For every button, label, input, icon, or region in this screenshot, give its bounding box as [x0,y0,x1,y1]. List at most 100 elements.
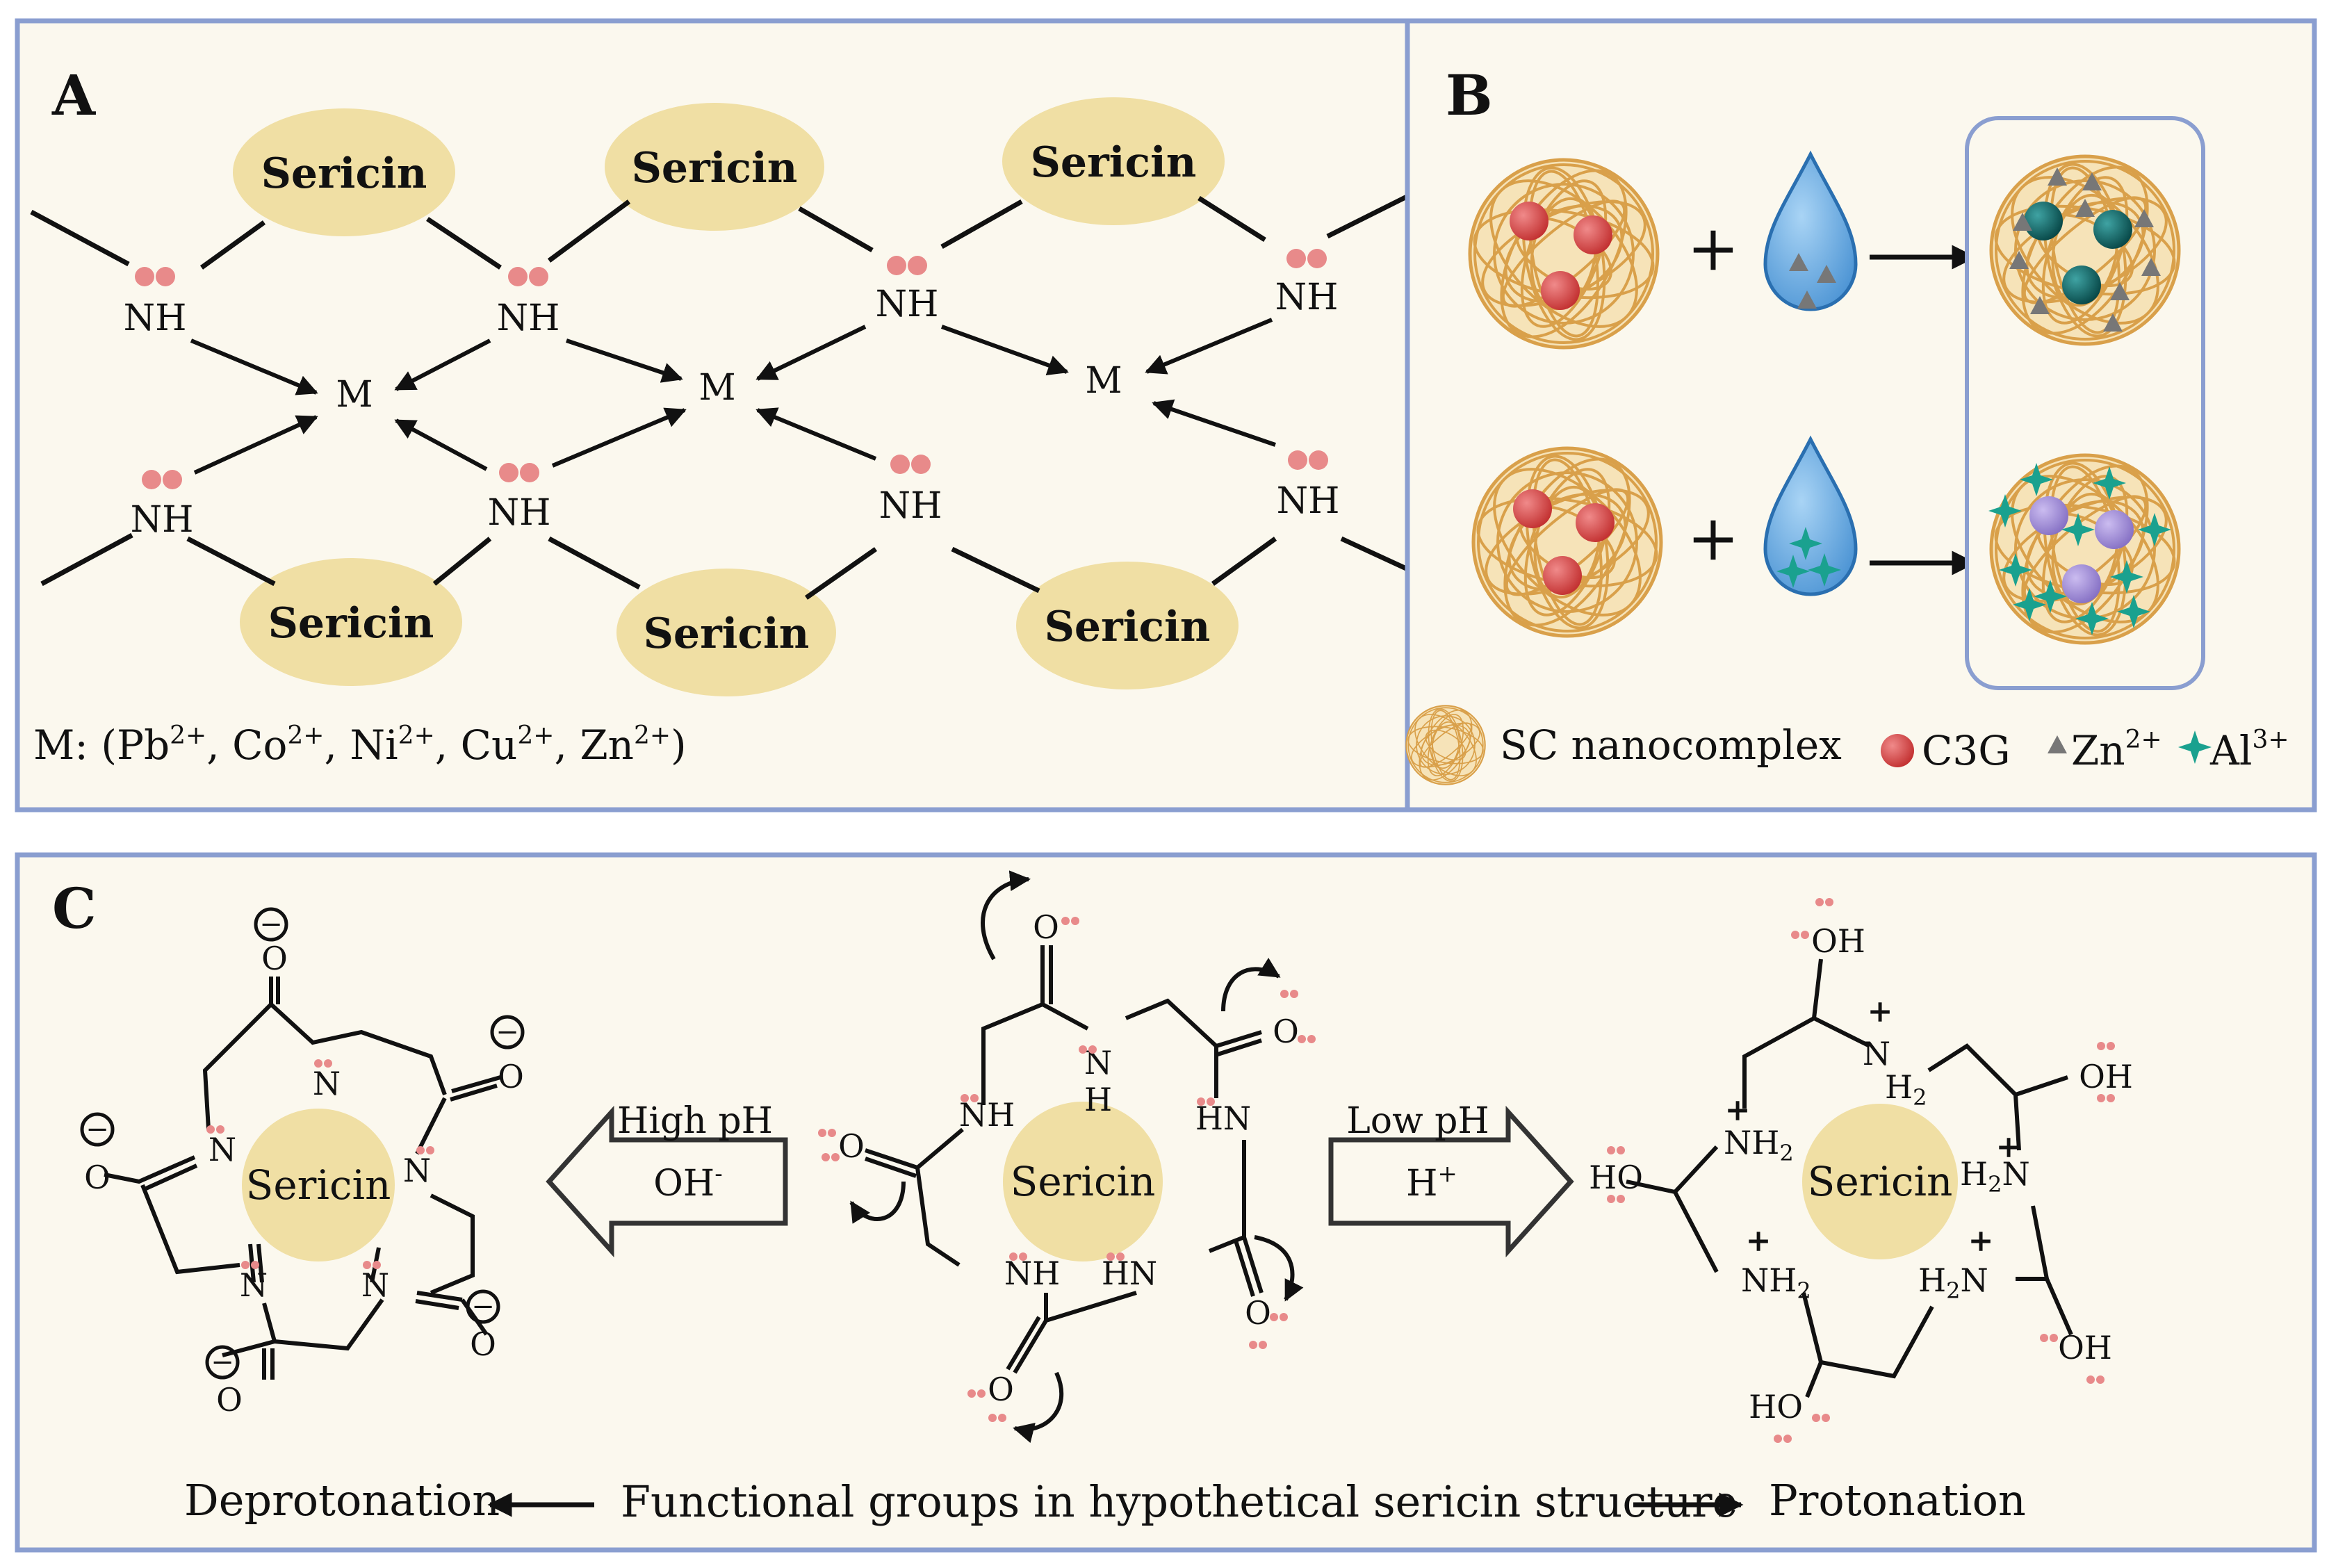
svg-text:H2N: H2N [1918,1261,1988,1304]
svg-text:N: N [209,1131,236,1168]
svg-text:Al3+: Al3+ [2209,726,2289,774]
zn-loaded-nanocomplex [1985,147,2184,354]
deprotonated-structure: Sericin [80,907,525,1419]
neutral-structure: Sericin O N H O NH [818,870,1316,1444]
svg-text:C3G: C3G [1922,727,2011,774]
svg-text:H2N: H2N [1960,1155,2030,1198]
svg-text:Sericin: Sericin [1031,138,1197,187]
svg-text:−: − [211,1346,234,1378]
sericin-node-top-2: Sericin [605,103,824,231]
svg-text:H: H [1084,1081,1112,1118]
metal-center-3: M [1085,360,1122,402]
sericin-node-top-1: Sericin [233,108,455,236]
svg-text:+: + [1968,1223,1994,1259]
svg-text:H+: H+ [1406,1160,1457,1204]
panel-c: C Sericin [15,852,2317,1553]
svg-text:O: O [1033,908,1059,946]
legend-sc-nanocomplex: SC nanocomplex [1403,701,1842,790]
nh-group-3: NH [876,256,938,325]
svg-text:O: O [261,940,288,977]
svg-text:Sericin: Sericin [268,599,434,648]
svg-text:N: N [313,1065,341,1102]
svg-text:HO: HO [1589,1159,1643,1196]
svg-text:NH: NH [131,499,194,541]
svg-text:Sericin: Sericin [632,144,798,193]
svg-text:N: N [240,1266,268,1304]
svg-text:+: + [1996,1129,2022,1165]
functional-groups-label: Functional groups in hypothetical serici… [621,1476,1738,1527]
protonation-label: Protonation [1769,1475,2026,1526]
legend-al: Al3+ [2178,726,2289,774]
svg-text:−: − [259,908,283,940]
svg-text:NH: NH [1275,277,1339,318]
svg-text:Low pH: Low pH [1346,1100,1489,1142]
svg-text:NH2: NH2 [1724,1124,1794,1166]
svg-text:O: O [988,1371,1014,1408]
high-ph-arrow: High pH OH- [546,1100,788,1258]
legend-zn: Zn2+ [2048,726,2162,774]
nh-group-6: NH [488,463,551,534]
sericin-node-bottom-1: Sericin [240,558,462,686]
protonated-structure: Sericin OH N H2 OH NH2 H2N HO NH2 H2N [1589,898,2133,1443]
svg-text:SC nanocomplex: SC nanocomplex [1500,721,1842,769]
nanocomplex-with-c3g-row2 [1467,439,1667,646]
svg-text:O: O [1245,1294,1271,1332]
svg-text:NH: NH [124,297,187,339]
svg-text:N: N [403,1152,431,1189]
svg-text:+: + [1746,1223,1772,1259]
panel-a-label: A [51,63,96,128]
al-droplet [1763,435,1858,596]
legend-c3g: C3G [1881,727,2011,774]
svg-text:O: O [838,1127,865,1165]
svg-text:−: − [496,1016,519,1048]
svg-text:NH: NH [959,1096,1015,1134]
panel-a: A Sericin Sericin Sericin Sericin Serici… [15,18,1433,812]
svg-text:NH: NH [1004,1255,1060,1292]
zn-droplet [1763,150,1858,311]
deprotonation-label: Deprotonation [184,1475,500,1526]
svg-text:O: O [84,1159,111,1196]
nanocomplex-with-c3g-row1 [1464,150,1663,358]
nh-group-2: NH [497,267,559,339]
svg-text:Sericin: Sericin [246,1161,391,1209]
svg-text:O: O [1273,1013,1299,1050]
low-ph-arrow: Low pH H+ [1328,1100,1574,1258]
metal-center-1: M [336,374,373,416]
metal-center-2: M [698,367,735,409]
svg-text:+: + [1868,994,1893,1029]
sericin-node-bottom-3: Sericin [1016,562,1239,689]
svg-text:HN: HN [1195,1100,1251,1137]
process-caption: Deprotonation Functional groups in hypot… [184,1475,2026,1527]
svg-text:OH: OH [2058,1329,2112,1366]
svg-text:N: N [1863,1035,1890,1072]
svg-text:N: N [361,1266,389,1304]
svg-text:H2: H2 [1885,1068,1927,1111]
panel-c-label: C [52,876,97,941]
svg-text:Sericin: Sericin [1011,1158,1156,1205]
svg-text:OH-: OH- [653,1160,722,1204]
svg-text:NH: NH [488,492,551,534]
svg-text:−: − [471,1291,495,1323]
svg-text:NH: NH [879,485,942,527]
sericin-node-bottom-2: Sericin [616,569,836,696]
svg-text:O: O [470,1325,496,1363]
svg-text:NH2: NH2 [1741,1261,1811,1304]
svg-text:Sericin: Sericin [261,149,427,198]
svg-text:OH: OH [1811,922,1865,960]
svg-text:OH: OH [2079,1058,2133,1095]
svg-text:HN: HN [1102,1255,1157,1292]
svg-text:Sericin: Sericin [644,610,810,658]
svg-text:N: N [1084,1044,1112,1081]
plus-sign-row1: + [1687,212,1739,285]
svg-text:−: − [85,1113,109,1145]
panel-b-label: B [1446,63,1493,128]
svg-text:Zn2+: Zn2+ [2071,726,2162,774]
svg-text:Sericin: Sericin [1808,1158,1953,1205]
svg-text:+: + [1725,1093,1751,1128]
nh-group-5: NH [131,470,194,541]
svg-text:HO: HO [1749,1388,1803,1426]
svg-text:Sericin: Sericin [1045,603,1211,651]
al-loaded-nanocomplex [1985,446,2184,653]
panel-b: B + + [1403,18,2317,812]
